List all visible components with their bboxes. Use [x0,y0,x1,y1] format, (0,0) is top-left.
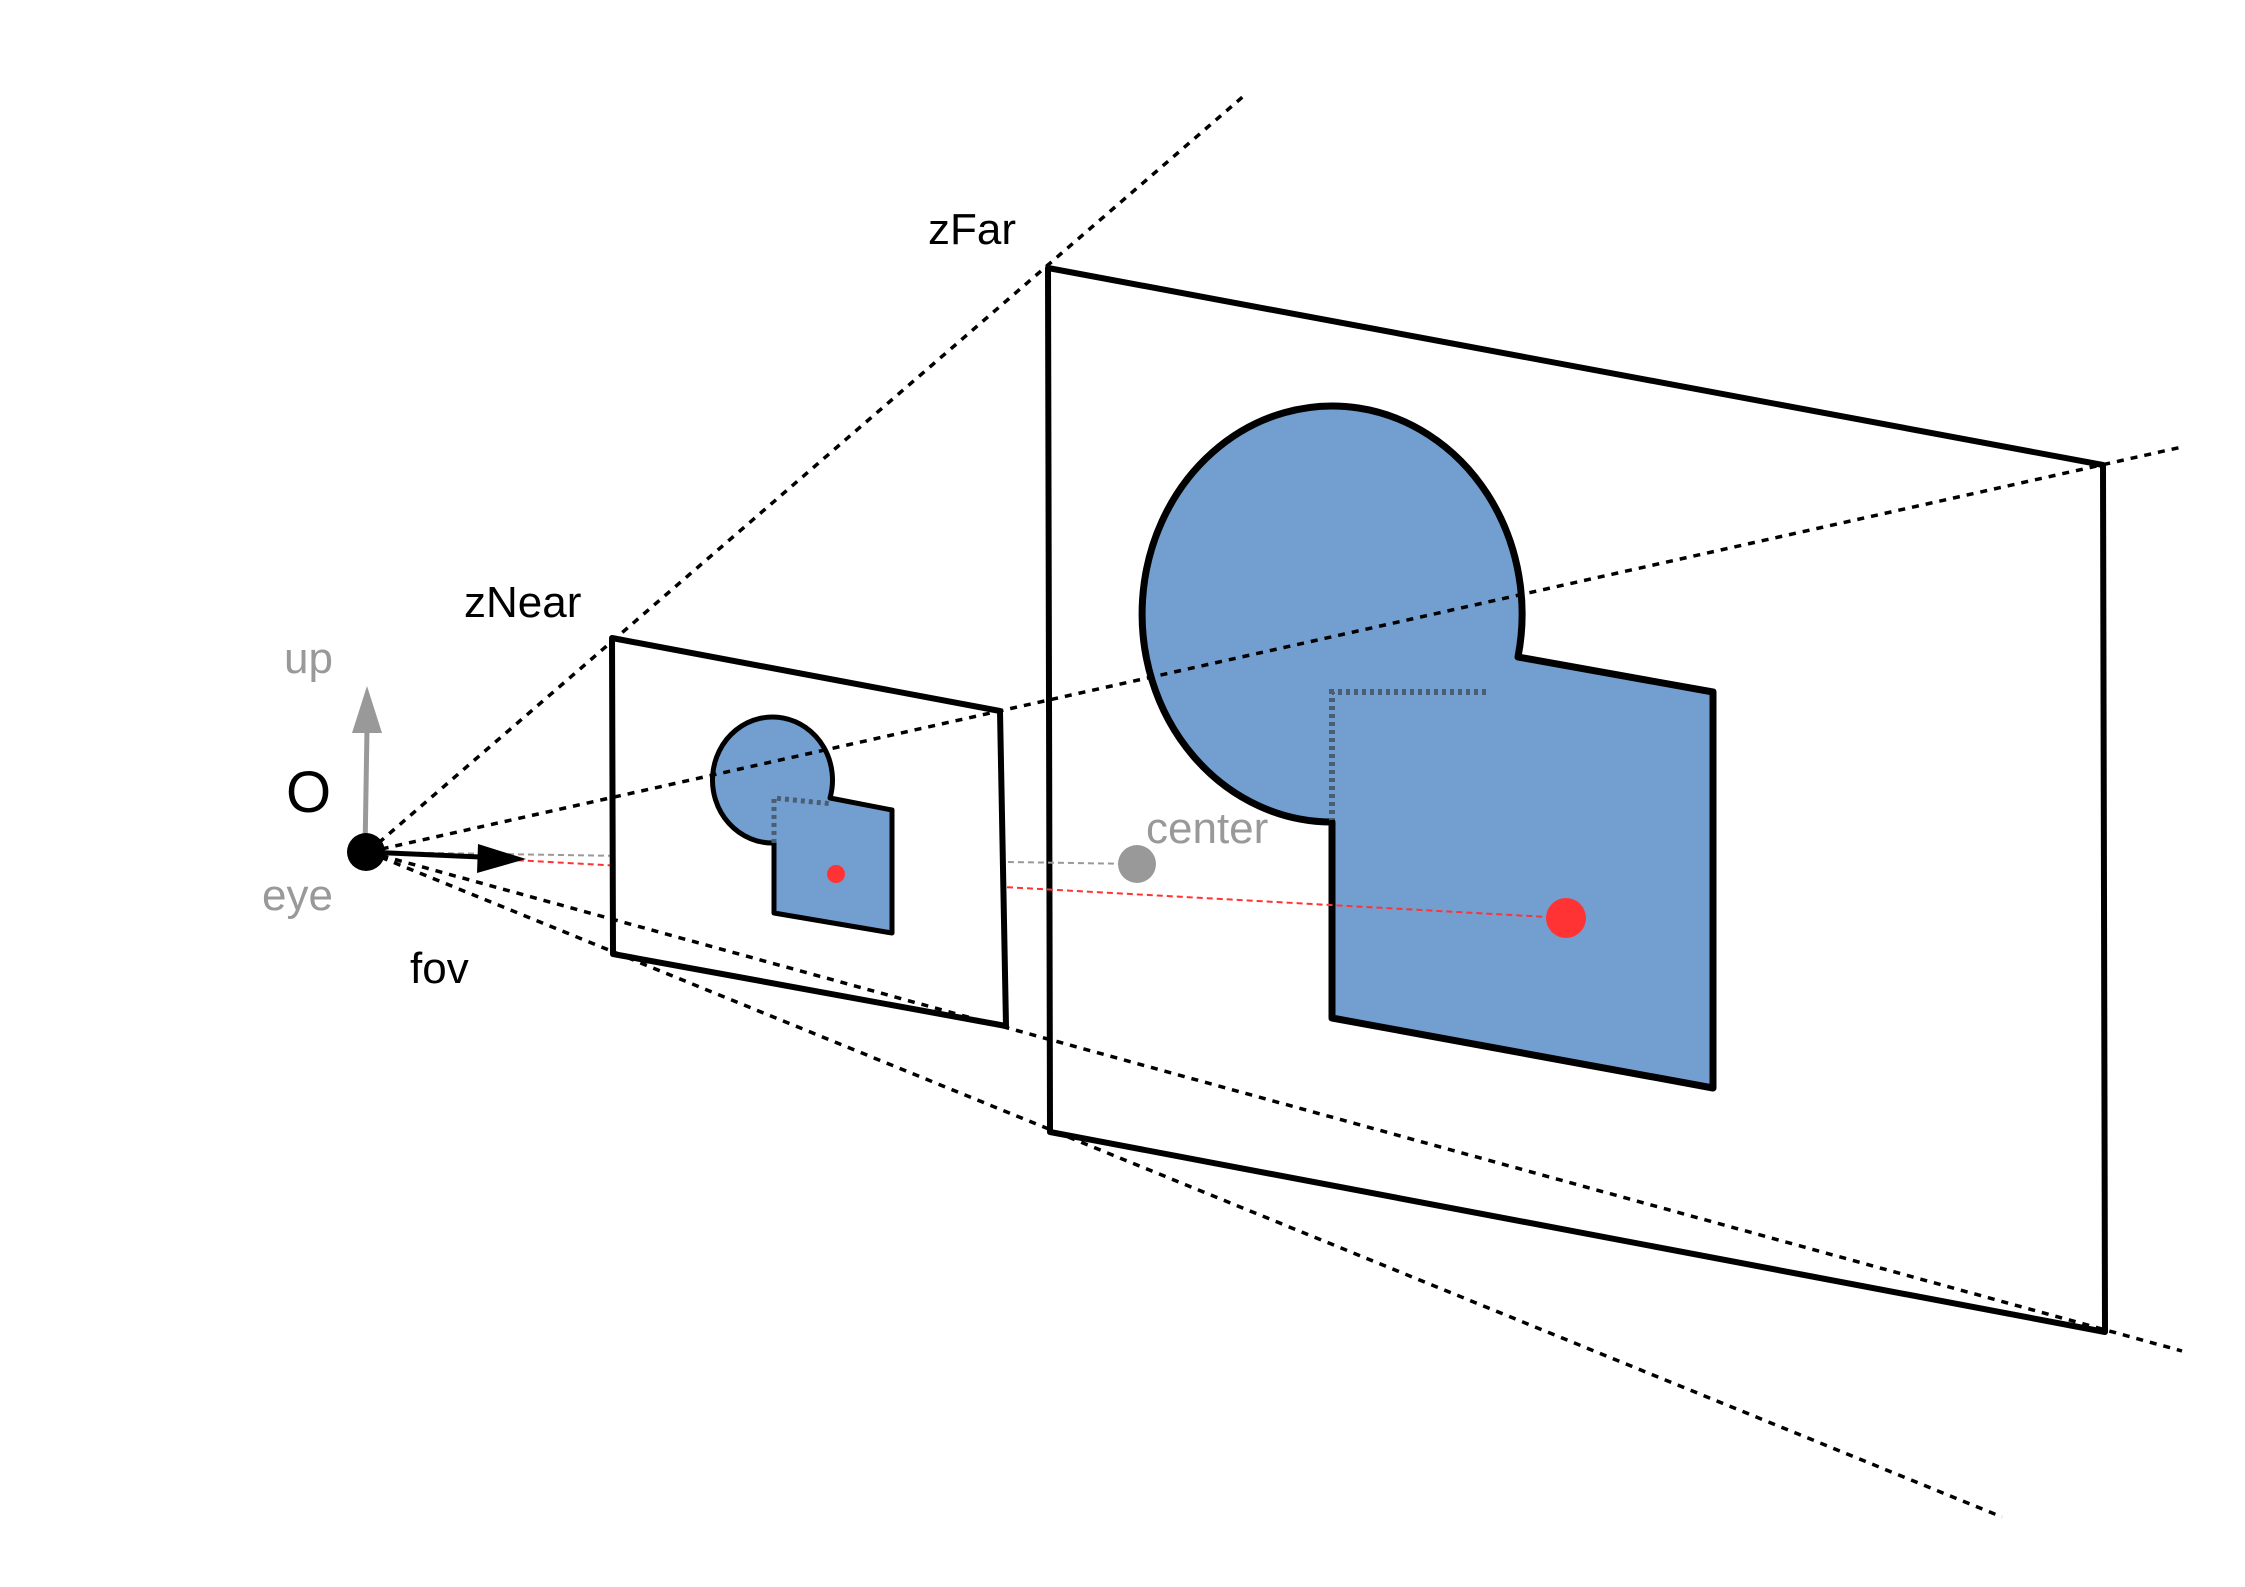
near-target-point [827,865,845,883]
frustum-edge-top-left [366,92,1248,854]
far-target-point [1546,898,1586,938]
z-far-label: zFar [928,205,1016,254]
center-label: center [1146,804,1268,853]
eye-label: eye [262,871,333,920]
frustum-edge-bottom-right [367,850,2183,1353]
center-point [1118,845,1156,883]
near-plane-object [710,714,895,936]
arrow-up-icon [352,686,382,853]
frustum-edge-top-right [367,445,2183,854]
frustum-edge-bottom-left [367,850,2003,1519]
origin-label: O [286,760,331,825]
eye-point [347,833,385,871]
fov-label: fov [410,944,469,993]
far-object-hidden-edge [1329,689,1503,821]
arrow-right-icon [367,844,526,873]
up-label: up [284,634,333,683]
frustum-edges [366,92,2183,1519]
z-near-label: zNear [464,578,581,627]
